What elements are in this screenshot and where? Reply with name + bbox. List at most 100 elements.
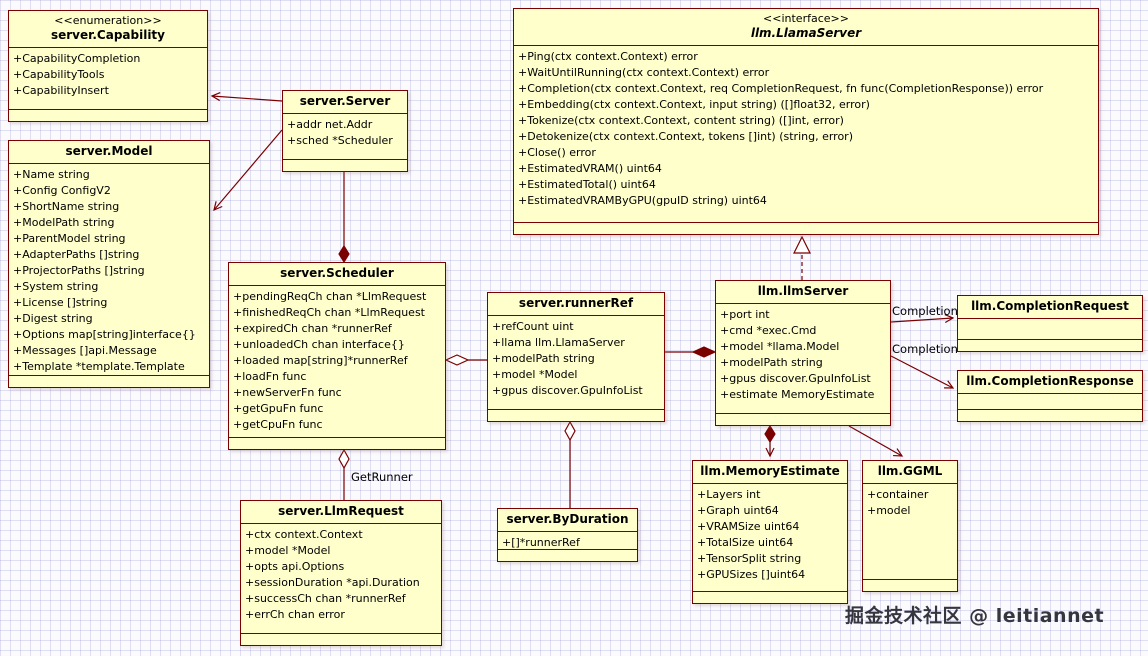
class-member: +cmd *exec.Cmd [720,324,817,337]
composition-diamond [338,244,350,264]
class-member: +TensorSplit string [697,552,802,565]
class-member: +Tokenize(ctx context.Context, content s… [518,114,844,127]
class-name: llm.CompletionResponse [966,374,1134,388]
attributes-compartment: +Name string +Config ConfigV2 +ShortName… [9,163,209,375]
class-title: llm.CompletionRequest [958,296,1142,318]
class-name: server.Server [299,94,391,108]
class-member: +model *Model [492,368,578,381]
class-name: llm.GGML [877,464,943,478]
stereotype: <<enumeration>> [54,14,162,27]
attributes-compartment: +port int +cmd *exec.Cmd +model *llama.M… [716,303,890,413]
class-title: server.Model [9,141,209,163]
class-member: +model *llama.Model [720,340,840,353]
class-member: +Close() error [518,146,596,159]
class-member: +CapabilityTools [13,68,105,81]
class-llm-llamaserver: <<interface>> llm.LlamaServer +Ping(ctx … [513,8,1099,235]
aggregation-diamond [338,448,350,470]
attributes-compartment: +Layers int +Graph uint64 +VRAMSize uint… [693,483,847,591]
class-member: +llama llm.LlamaServer [492,336,625,349]
methods-compartment [283,159,407,171]
class-member: +Messages []api.Message [13,344,157,357]
edge-label-completion-request: Completion [892,304,958,318]
methods-compartment [9,109,207,121]
class-member: +newServerFn func [233,386,342,399]
class-name: llm.MemoryEstimate [700,464,840,478]
class-member: +Ping(ctx context.Context) error [518,50,698,63]
methods-compartment [488,409,664,421]
edge-llmserver-completionresponse [890,355,955,389]
class-member: +License []string [13,296,108,309]
class-member: +getCpuFn func [233,418,323,431]
class-member: +Detokenize(ctx context.Context, tokens … [518,130,853,143]
class-member: +model *Model [245,544,331,557]
methods-compartment [693,591,847,603]
class-member: +TotalSize uint64 [697,536,794,549]
edge-llmserver-completionrequest [890,313,955,324]
class-name: server.Capability [50,28,165,42]
class-name: llm.LlamaServer [750,26,862,40]
composition-diamond [764,424,776,444]
class-member: +ShortName string [13,200,120,213]
class-name: server.Model [65,144,153,158]
class-llm-memoryestimate: llm.MemoryEstimate +Layers int +Graph ui… [692,460,848,604]
class-member: +modelPath string [492,352,595,365]
class-member: +Layers int [697,488,761,501]
class-member: +model [867,504,911,517]
class-member: +ModelPath string [13,216,115,229]
class-member: +CapabilityInsert [13,84,109,97]
class-member: +Graph uint64 [697,504,779,517]
class-title: server.LlmRequest [241,501,441,523]
class-server-server: server.Server +addr net.Addr +sched *Sch… [282,90,408,172]
class-title: llm.llmServer [716,281,890,303]
methods-compartment [229,437,445,449]
class-member: +opts api.Options [245,560,345,573]
class-member: +sessionDuration *api.Duration [245,576,420,589]
class-member: +container [867,488,929,501]
class-title: llm.CompletionResponse [958,371,1142,393]
class-member: +finishedReqCh chan *LlmRequest [233,306,425,319]
attributes-compartment: +[]*runnerRef [498,531,637,549]
attributes-compartment: +CapabilityCompletion +CapabilityTools +… [9,47,207,109]
class-member: +ProjectorPaths []string [13,264,145,277]
class-member: +addr net.Addr [287,118,373,131]
aggregation-diamond [564,420,576,442]
watermark-text: 掘金技术社区 @ leitiannet [845,605,1105,627]
class-member: +Config ConfigV2 [13,184,111,197]
attributes-compartment [958,393,1142,409]
class-member: +port int [720,308,770,321]
class-member: +loadFn func [233,370,307,383]
stereotype: <<interface>> [763,12,849,25]
class-server-llmrequest: server.LlmRequest +ctx context.Context +… [240,500,442,646]
class-member: +Embedding(ctx context.Context, input st… [518,98,870,111]
class-member: +ParentModel string [13,232,126,245]
edge-llmserver-ggml [848,425,904,457]
class-member: +modelPath string [720,356,823,369]
class-member: +VRAMSize uint64 [697,520,800,533]
class-title: llm.MemoryEstimate [693,461,847,483]
class-server-runnerref: server.runnerRef +refCount uint +llama l… [487,292,665,422]
aggregation-diamond [444,354,470,366]
class-title: <<interface>> llm.LlamaServer [514,9,1098,45]
attributes-compartment: +ctx context.Context +model *Model +opts… [241,523,441,633]
attributes-compartment [958,318,1142,339]
class-member: +[]*runnerRef [502,536,580,549]
class-title: server.Scheduler [229,263,445,285]
methods-compartment [514,222,1098,234]
class-title: server.runnerRef [488,293,664,315]
class-member: +errCh chan error [245,608,345,621]
attributes-compartment: +refCount uint +llama llm.LlamaServer +m… [488,315,664,409]
methods-compartment [498,549,637,561]
class-member: +Name string [13,168,90,181]
class-member: +ctx context.Context [245,528,363,541]
class-name: llm.llmServer [757,284,849,298]
class-member: +unloadedCh chan interface{} [233,338,405,351]
class-member: +WaitUntilRunning(ctx context.Context) e… [518,66,770,79]
class-member: +pendingReqCh chan *LlmRequest [233,290,427,303]
class-member: +EstimatedTotal() uint64 [518,178,656,191]
class-title: llm.GGML [863,461,957,483]
class-member: +AdapterPaths []string [13,248,140,261]
attributes-compartment: +addr net.Addr +sched *Scheduler [283,113,407,159]
class-member: +Completion(ctx context.Context, req Com… [518,82,1044,95]
class-member: +successCh chan *runnerRef [245,592,406,605]
class-name: server.LlmRequest [278,504,404,518]
